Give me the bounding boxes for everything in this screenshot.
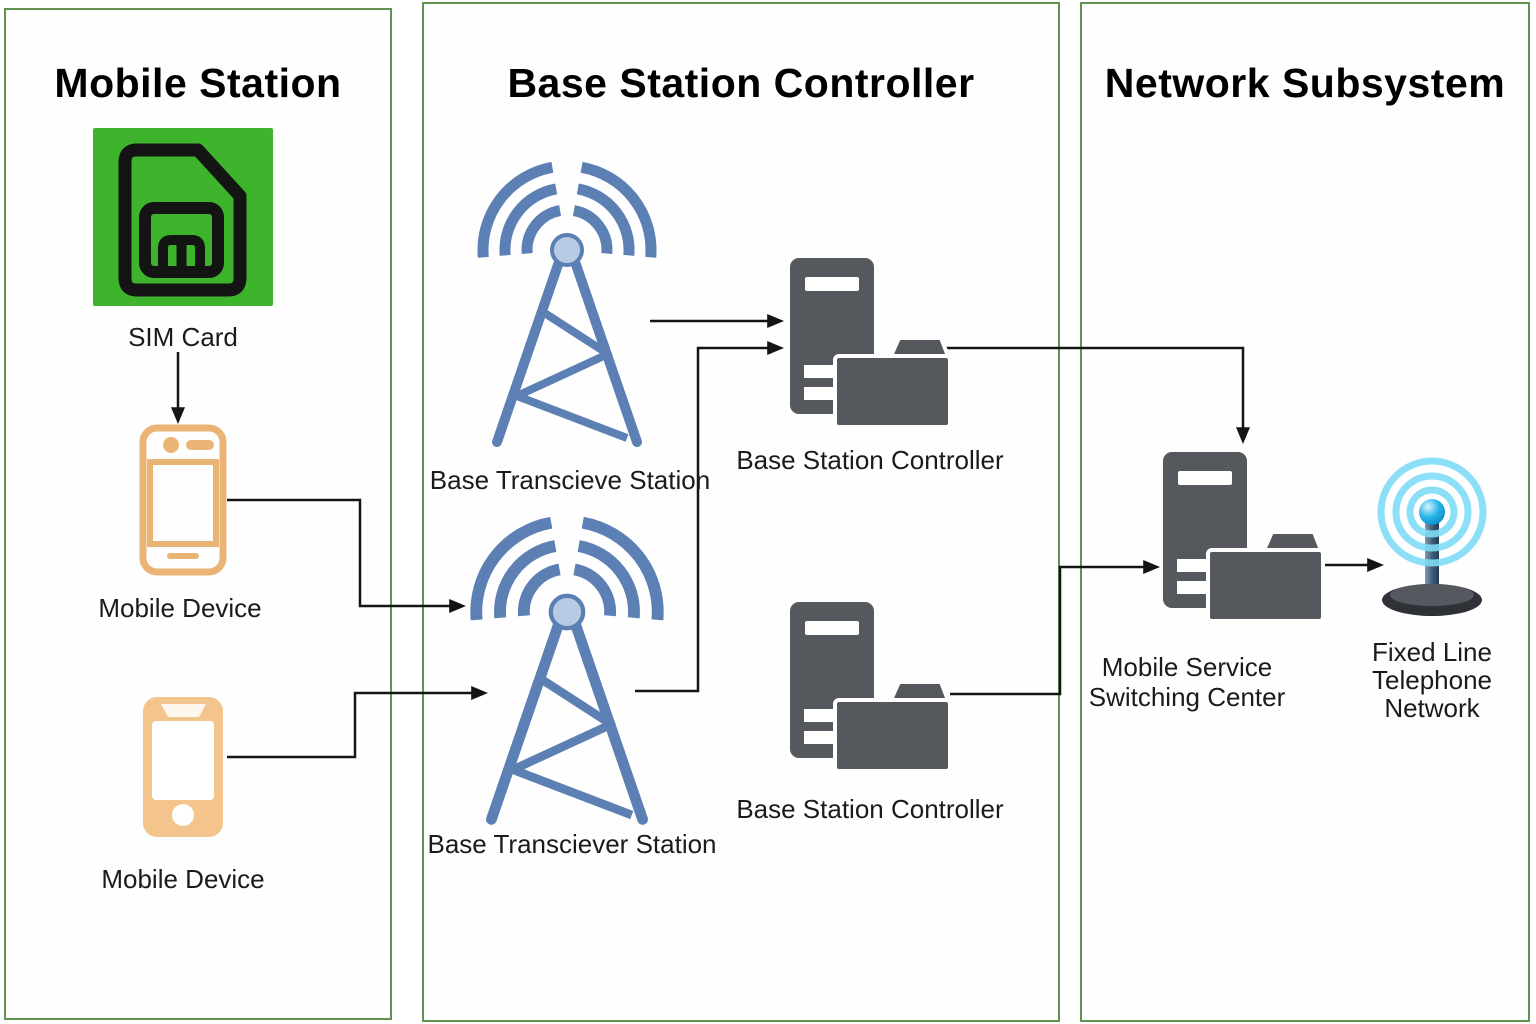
sim-card-label: SIM Card <box>128 322 238 352</box>
mobile-device-1-label: Mobile Device <box>98 593 262 623</box>
fltn-label-line1: Fixed Line <box>1372 637 1492 667</box>
bts-1-label: Base Transcieve Station <box>429 465 711 495</box>
msc-label-line1: Mobile Service <box>1101 652 1273 682</box>
msc-label-line2: Switching Center <box>1088 682 1286 712</box>
base-station-controller-title: Base Station Controller <box>507 60 975 106</box>
fltn-label-line3: Network <box>1384 693 1480 723</box>
panel-network-subsystem <box>1080 2 1530 1022</box>
mobile-device-2-label: Mobile Device <box>101 864 265 894</box>
fltn-label: Fixed Line Telephone Network <box>1372 638 1492 722</box>
bsc-1-label: Base Station Controller <box>736 445 1004 475</box>
panel-base-station-controller <box>422 2 1060 1022</box>
bts-2-label: Base Transciever Station <box>427 829 717 859</box>
fltn-label-line2: Telephone <box>1372 665 1492 695</box>
msc-label: Mobile Service Switching Center <box>1089 652 1286 712</box>
bsc-2-label: Base Station Controller <box>736 794 1004 824</box>
network-subsystem-title: Network Subsystem <box>1104 60 1506 106</box>
mobile-station-title: Mobile Station <box>54 60 342 106</box>
